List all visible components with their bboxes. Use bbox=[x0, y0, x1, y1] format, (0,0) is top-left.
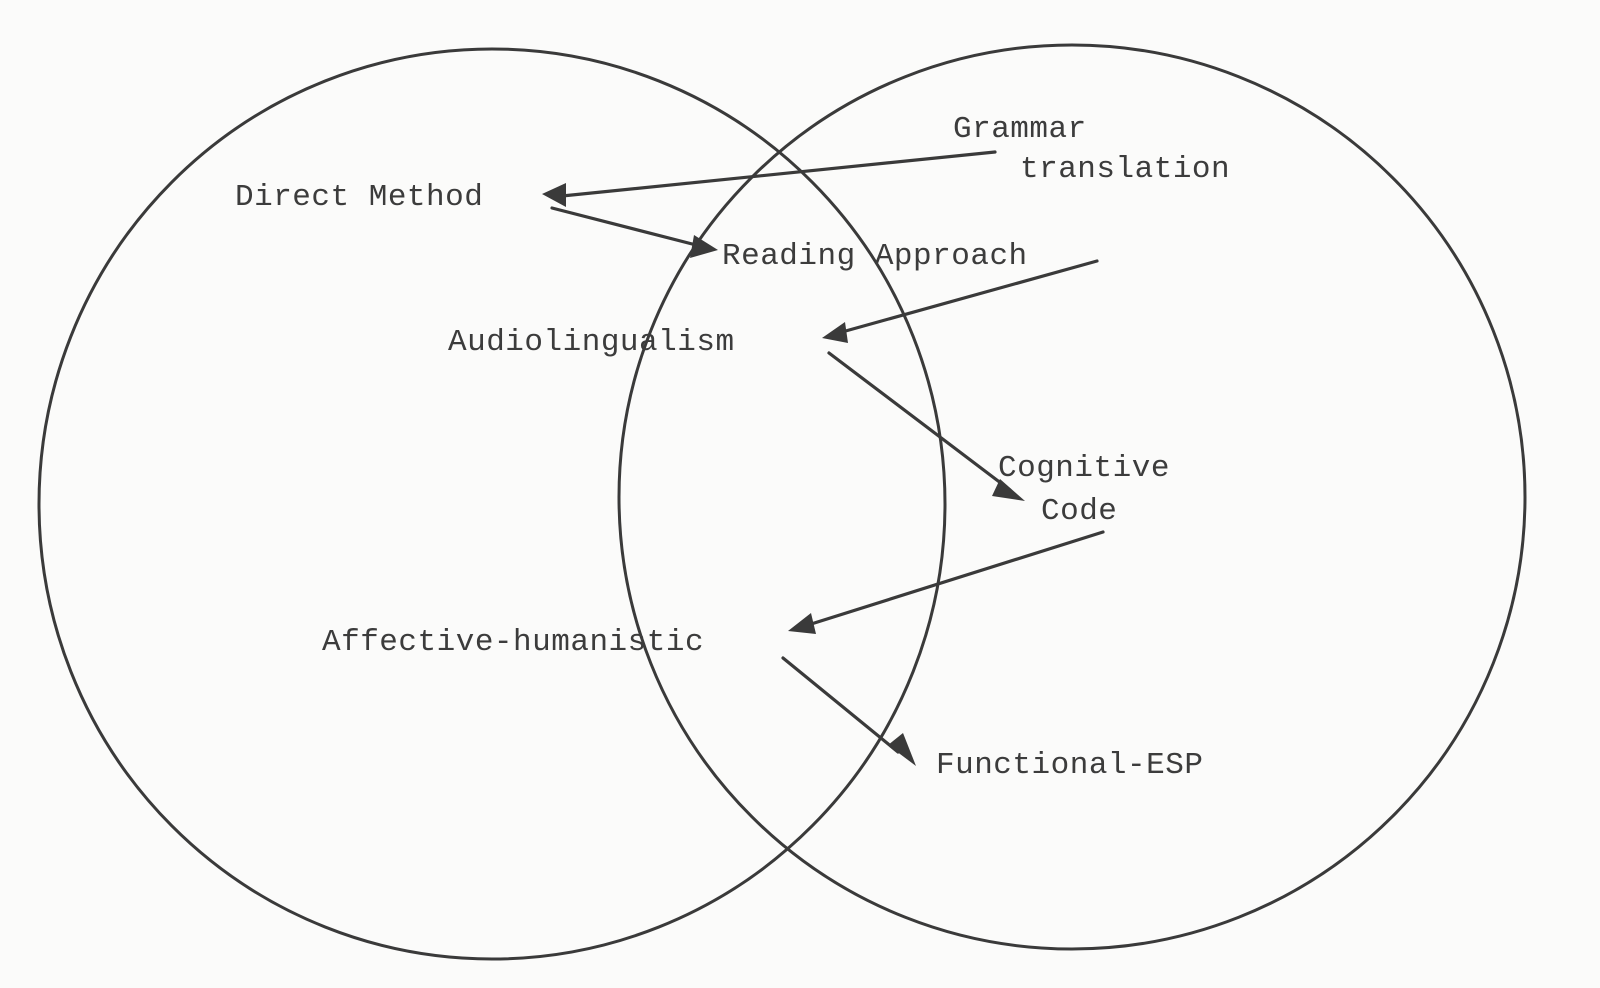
arrow-grammar-translation-to-direct-method bbox=[542, 150, 997, 207]
label-direct-method: Direct Method bbox=[235, 180, 483, 215]
arrow-audiolingualism-to-cognitive-code bbox=[827, 351, 1025, 501]
arrow-direct-method-to-reading-approach bbox=[550, 206, 718, 258]
label-functional-esp: Functional-ESP bbox=[936, 748, 1203, 783]
label-audiolingualism: Audiolingualism bbox=[448, 325, 735, 360]
label-affective-humanistic: Affective-humanistic bbox=[322, 625, 704, 660]
label-cognitive-code-line1: Cognitive bbox=[998, 451, 1170, 486]
labels: Direct Method Grammar translation Readin… bbox=[235, 112, 1230, 783]
left-circle bbox=[37, 47, 947, 961]
label-reading-approach: Reading Approach bbox=[722, 239, 1028, 274]
arrows bbox=[542, 150, 1105, 766]
label-grammar-translation-line1: Grammar bbox=[953, 112, 1087, 147]
arrow-cognitive-code-to-affective-humanistic bbox=[788, 530, 1105, 634]
label-cognitive-code-line2: Code bbox=[1041, 494, 1117, 529]
arrow-reading-approach-to-audiolingualism bbox=[822, 259, 1099, 343]
right-circle bbox=[617, 43, 1527, 951]
label-grammar-translation-line2: translation bbox=[1020, 152, 1230, 187]
arrow-affective-humanistic-to-functional-esp bbox=[781, 656, 916, 766]
